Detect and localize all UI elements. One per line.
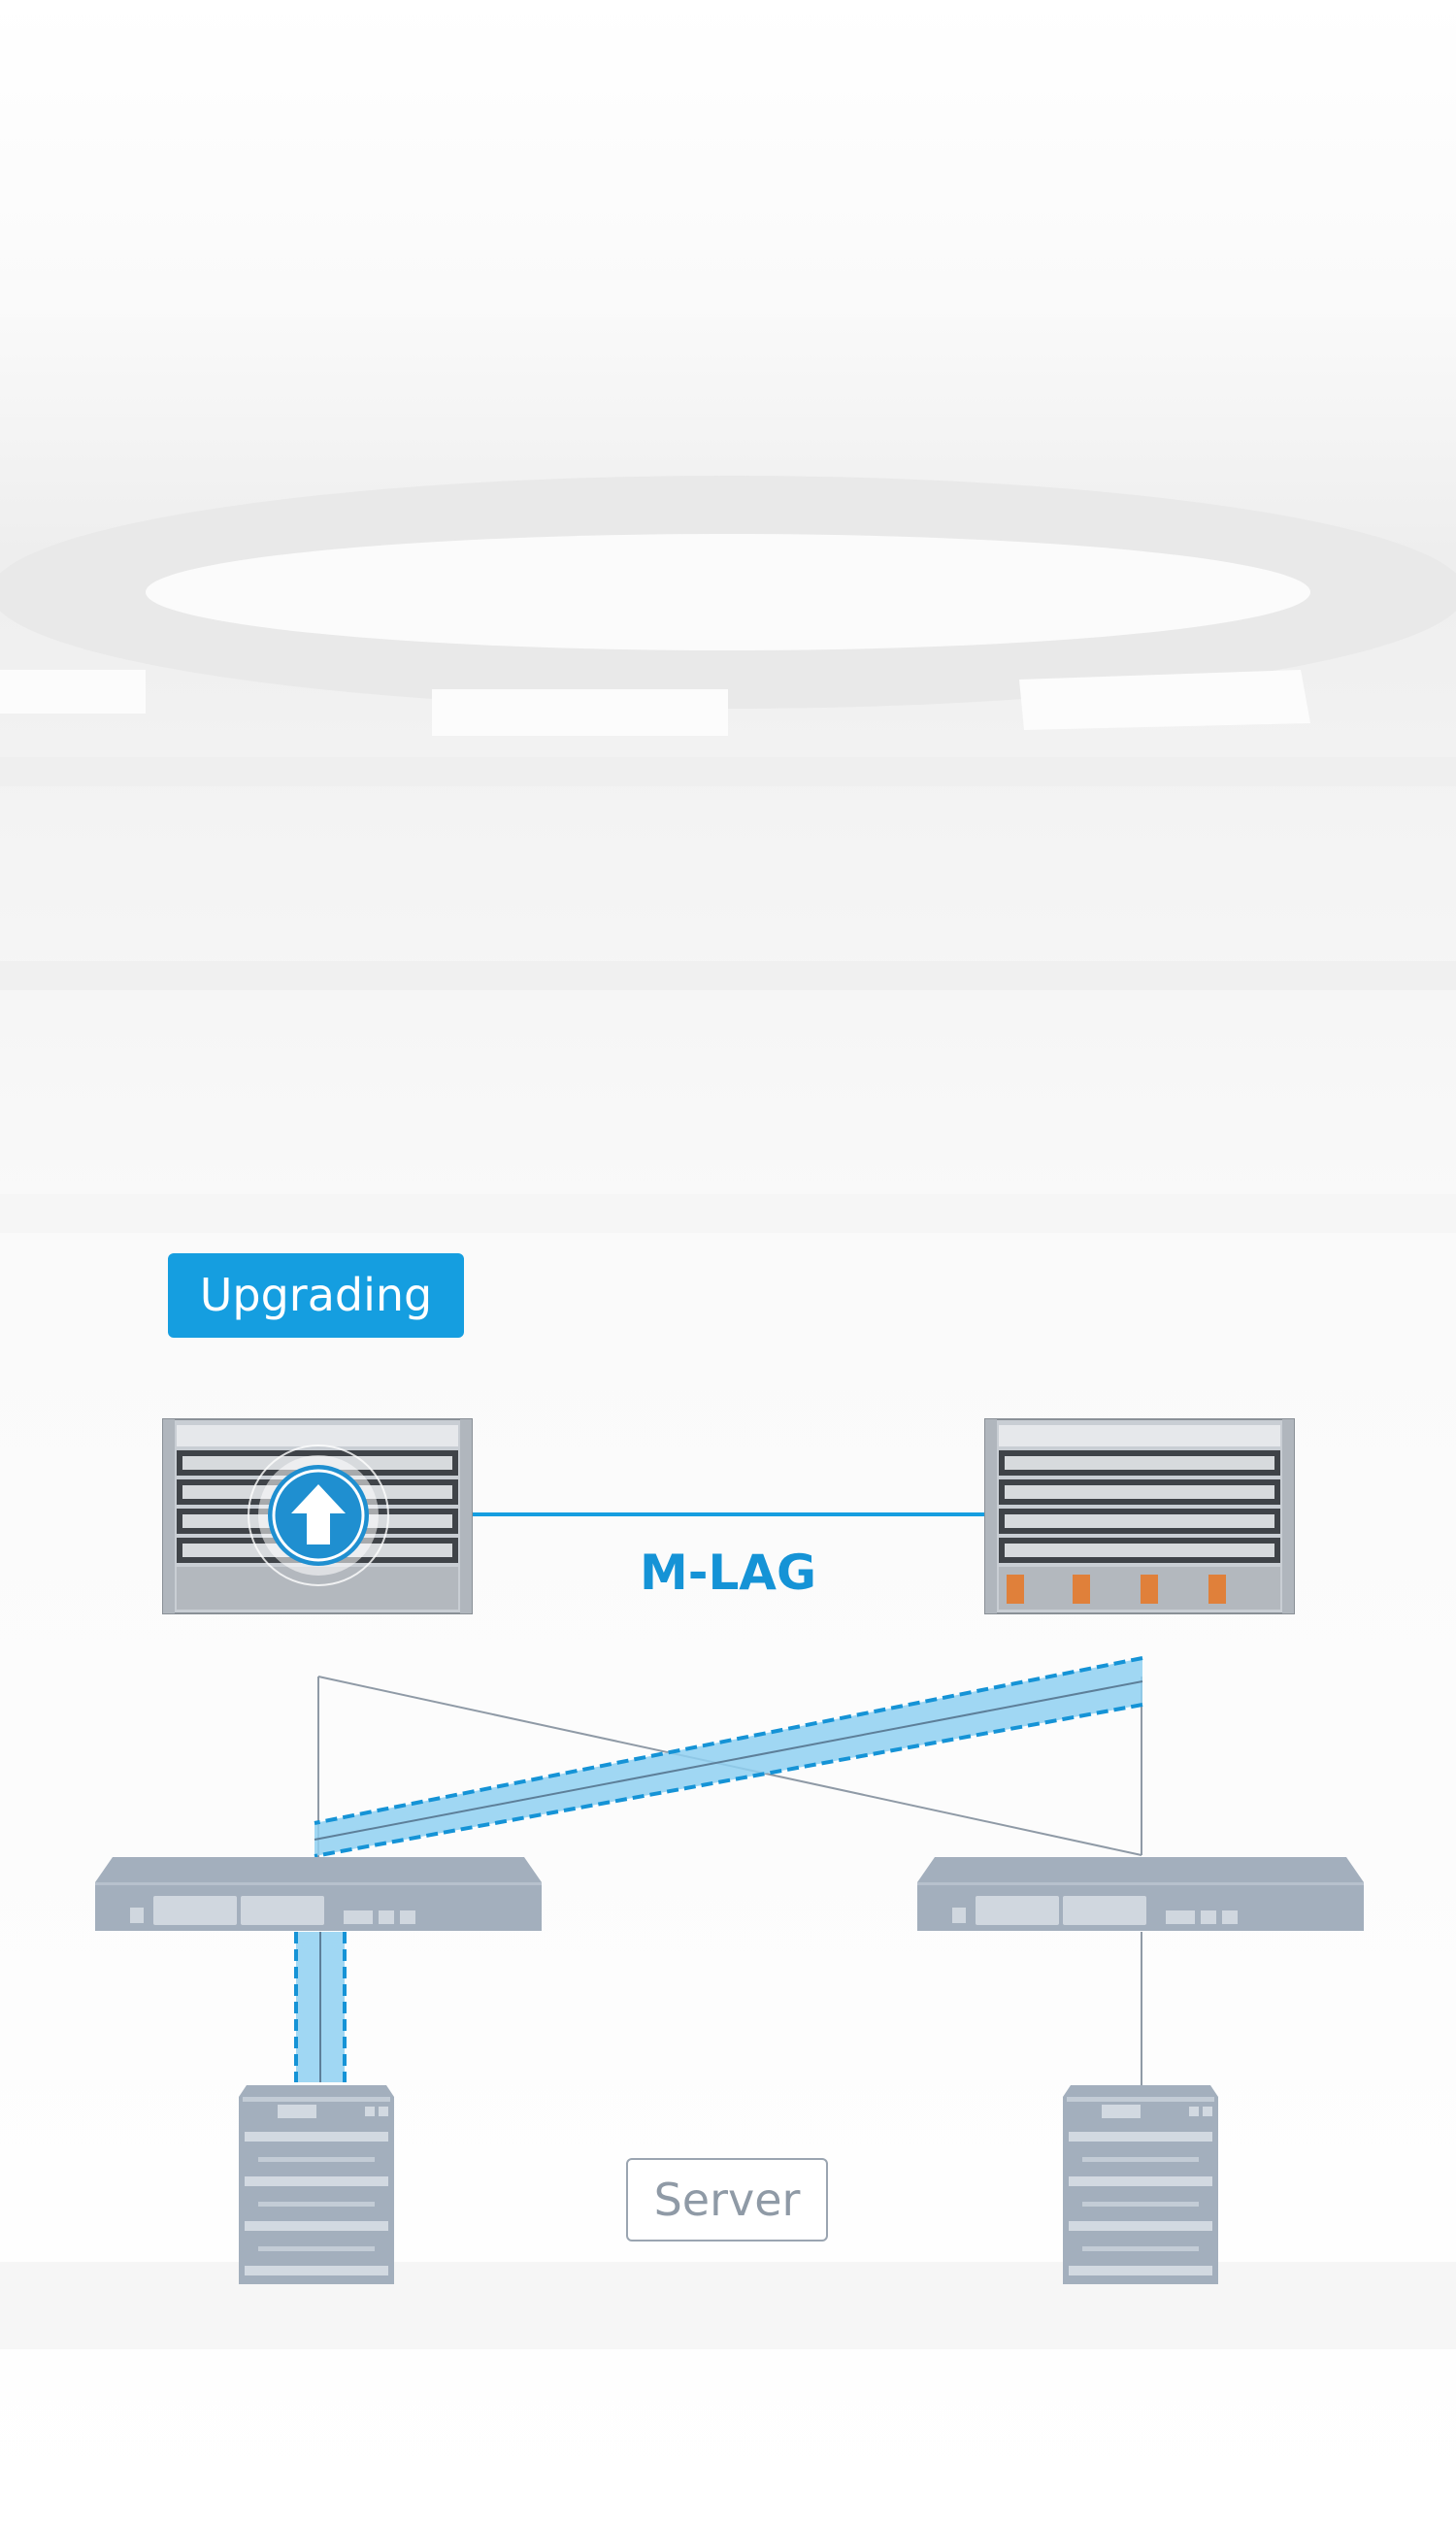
access-switch-a bbox=[95, 1857, 542, 1931]
upload-arrow-icon bbox=[248, 1445, 389, 1586]
server-b bbox=[1063, 2085, 1218, 2284]
active-link-core-b-to-access-a bbox=[314, 1656, 1143, 1858]
server-label: Server bbox=[626, 2158, 828, 2242]
core-switch-b bbox=[984, 1418, 1295, 1614]
active-link-access-a-to-server-a bbox=[294, 1932, 347, 2082]
status-badge: Upgrading bbox=[168, 1253, 464, 1338]
server-a bbox=[239, 2085, 394, 2284]
access-switch-b bbox=[917, 1857, 1364, 1931]
mlag-label: M-LAG bbox=[639, 1544, 817, 1601]
